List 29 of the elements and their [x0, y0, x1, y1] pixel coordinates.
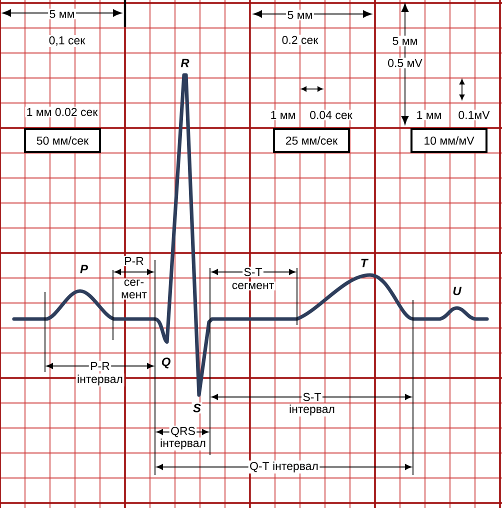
interval-label: S-T — [242, 266, 264, 278]
interval-label: сегмент — [230, 282, 276, 290]
scale-box: 25 мм/сек — [273, 128, 350, 153]
interval-label: QRS — [169, 426, 197, 438]
interval-label: P-R — [88, 360, 112, 372]
interval-label: сег- мент — [119, 278, 149, 300]
interval-label: S-T — [302, 392, 322, 402]
interval-label: інтервал — [158, 437, 208, 451]
interval-label: P-R — [122, 256, 146, 266]
scale-box: 50 мм/сек — [24, 128, 101, 153]
wave-label: P — [78, 264, 90, 274]
scale-label: 0.04 сек — [308, 110, 354, 120]
scale-label: 0.1мV — [457, 110, 491, 120]
wave-label: U — [451, 286, 463, 296]
scale-label: 5 мм — [48, 8, 76, 20]
scale-label: 5 мм — [391, 36, 419, 46]
wave-label: S — [192, 402, 202, 414]
wave-label: R — [179, 58, 191, 68]
scale-label: 1 мм — [269, 110, 297, 120]
scale-label: 1 мм 0.02 сек — [25, 106, 99, 118]
scale-label: 0.5 мV — [386, 58, 424, 68]
interval-label: Q-T інтервал — [248, 460, 320, 474]
wave-label: Q — [160, 356, 172, 370]
scale-label: 1 мм — [415, 110, 443, 120]
scale-label: 0,1 сек — [48, 35, 86, 47]
scale-box: 10 мм/мV — [410, 128, 488, 153]
scale-label: 0.2 сек — [280, 34, 320, 46]
scale-label: 5 мм — [286, 10, 314, 20]
wave-label: T — [359, 258, 369, 268]
